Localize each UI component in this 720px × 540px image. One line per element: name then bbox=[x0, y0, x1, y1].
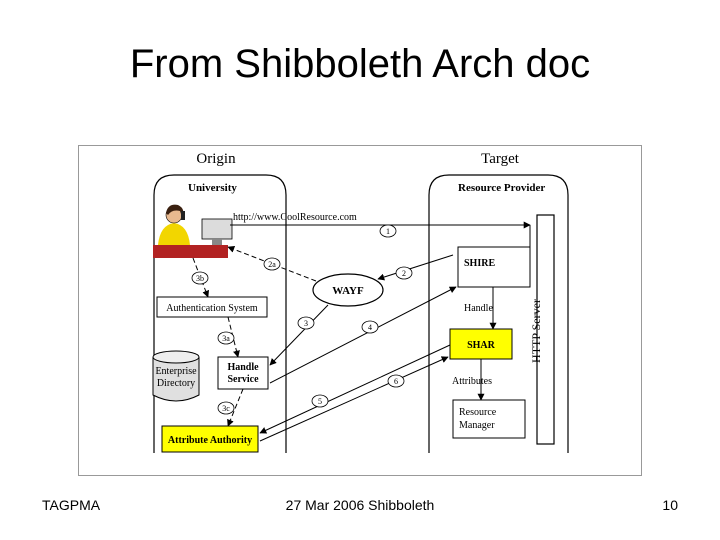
wayf-label: WAYF bbox=[332, 285, 364, 297]
wayf-ellipse bbox=[312, 273, 384, 307]
shire-label: SHIRE bbox=[464, 258, 495, 269]
target-label: Target bbox=[481, 151, 520, 167]
svg-text:3c: 3c bbox=[222, 404, 230, 413]
resource-manager-label-1: Resource bbox=[459, 407, 497, 418]
step-label-3b: 3b bbox=[191, 271, 209, 285]
svg-text:1: 1 bbox=[386, 227, 390, 236]
svg-text:6: 6 bbox=[394, 377, 398, 386]
svg-text:5: 5 bbox=[318, 397, 322, 406]
handle-service-label-1: Handle bbox=[227, 362, 259, 373]
svg-text:3b: 3b bbox=[196, 274, 204, 283]
resource-manager-box bbox=[452, 399, 526, 439]
enterprise-directory-label-2: Directory bbox=[157, 378, 195, 389]
arrow-3c bbox=[227, 388, 244, 427]
enterprise-directory-cylinder bbox=[152, 350, 200, 402]
svg-text:2a: 2a bbox=[268, 260, 276, 269]
arrow-5 bbox=[259, 344, 451, 434]
authentication-system-label: Authentication System bbox=[166, 303, 258, 314]
step-label-1: 1 bbox=[379, 224, 397, 238]
svg-text:3: 3 bbox=[304, 319, 308, 328]
resource-provider-label: Resource Provider bbox=[458, 182, 545, 194]
attribute-authority-box bbox=[161, 425, 259, 453]
handle-service-box bbox=[217, 356, 269, 390]
authentication-system-box bbox=[156, 296, 268, 318]
origin-label: Origin bbox=[196, 151, 236, 167]
slide-title: From Shibboleth Arch doc bbox=[129, 42, 591, 86]
resource-provider-panel bbox=[428, 174, 569, 453]
handle-service-label-2: Service bbox=[227, 374, 259, 385]
attribute-authority-label: Attribute Authority bbox=[168, 435, 252, 446]
shire-box bbox=[457, 246, 531, 288]
svg-text:3a: 3a bbox=[222, 334, 230, 343]
step-label-6: 6 bbox=[387, 374, 405, 388]
http-server-box bbox=[536, 214, 555, 445]
footer-date-text: 27 Mar 2006 Shibboleth bbox=[285, 497, 435, 513]
footer-left-text: TAGPMA bbox=[42, 497, 101, 513]
slide-number: 10 bbox=[662, 497, 678, 513]
url-text: http://www.CoolResource.com bbox=[233, 212, 357, 223]
arrow-2-to-wayf bbox=[377, 254, 454, 281]
step-label-3a: 3a bbox=[217, 331, 235, 345]
http-server-label: HTTP Server bbox=[529, 299, 543, 363]
resource-manager-label-2: Manager bbox=[459, 420, 495, 431]
step-label-2: 2 bbox=[395, 266, 413, 280]
step-label-2a: 2a bbox=[263, 257, 281, 271]
step-label-4: 4 bbox=[361, 320, 379, 334]
shar-label: SHAR bbox=[467, 340, 496, 351]
enterprise-directory-label-1: Enterprise bbox=[155, 366, 197, 377]
user-at-computer-icon bbox=[153, 204, 233, 258]
step-label-3: 3 bbox=[297, 316, 315, 330]
attributes-label: Attributes bbox=[452, 376, 492, 387]
svg-text:4: 4 bbox=[368, 323, 372, 332]
arrow-3 bbox=[269, 304, 329, 366]
shibboleth-architecture-diagram: Origin Target University Resource Provid… bbox=[78, 145, 642, 476]
step-label-5: 5 bbox=[311, 394, 329, 408]
handle-label: Handle bbox=[464, 303, 493, 314]
university-label: University bbox=[188, 182, 237, 194]
step-label-3c: 3c bbox=[217, 401, 235, 415]
svg-text:2: 2 bbox=[402, 269, 406, 278]
arrow-6 bbox=[259, 356, 449, 442]
arrow-4 bbox=[269, 286, 457, 384]
